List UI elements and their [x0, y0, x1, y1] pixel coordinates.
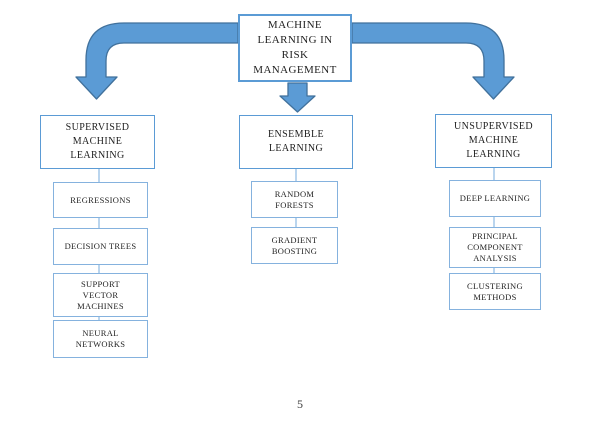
leaf-box-neural-networks: NEURAL NETWORKS [53, 320, 148, 358]
left-elbow-arrow-icon [75, 22, 239, 100]
branch-label-unsupervised: UNSUPERVISED MACHINE LEARNING [453, 121, 533, 160]
branch-label-supervised: SUPERVISED MACHINE LEARNING [65, 122, 130, 161]
branch-box-unsupervised: UNSUPERVISED MACHINE LEARNING [435, 114, 552, 168]
root-node-box: MACHINE LEARNING IN RISK MANAGEMENT [238, 14, 352, 82]
branch-box-ensemble: ENSEMBLE LEARNING [239, 115, 353, 169]
leaf-label-gradient-boosting: GRADIENT BOOSTING [271, 234, 318, 256]
leaf-label-regressions: REGRESSIONS [70, 194, 131, 205]
leaf-label-support-vector-machines: SUPPORT VECTOR MACHINES [77, 278, 124, 311]
leaf-box-decision-trees: DECISION TREES [53, 228, 148, 265]
down-arrow-icon [279, 82, 316, 113]
leaf-box-support-vector-machines: SUPPORT VECTOR MACHINES [53, 273, 148, 317]
leaf-box-principal-component-analysis: PRINCIPAL COMPONENT ANALYSIS [449, 227, 541, 268]
page-number: 5 [297, 397, 303, 411]
leaf-box-random-forests: RANDOM FORESTS [251, 181, 338, 218]
leaf-box-clustering-methods: CLUSTERING METHODS [449, 273, 541, 310]
leaf-box-deep-learning: DEEP LEARNING [449, 180, 541, 217]
branch-label-ensemble: ENSEMBLE LEARNING [268, 129, 324, 154]
leaf-label-neural-networks: NEURAL NETWORKS [75, 328, 126, 349]
leaf-label-clustering-methods: CLUSTERING METHODS [467, 280, 523, 302]
leaf-label-deep-learning: DEEP LEARNING [459, 193, 531, 203]
branch-box-supervised: SUPERVISED MACHINE LEARNING [40, 115, 155, 169]
leaf-box-regressions: REGRESSIONS [53, 182, 148, 218]
root-node-label: MACHINE LEARNING IN RISK MANAGEMENT [253, 19, 337, 76]
leaf-label-principal-component-analysis: PRINCIPAL COMPONENT ANALYSIS [467, 231, 523, 263]
leaf-box-gradient-boosting: GRADIENT BOOSTING [251, 227, 338, 264]
leaf-label-random-forests: RANDOM FORESTS [274, 188, 315, 210]
right-elbow-arrow-icon [351, 22, 515, 100]
leaf-label-decision-trees: DECISION TREES [64, 241, 137, 251]
